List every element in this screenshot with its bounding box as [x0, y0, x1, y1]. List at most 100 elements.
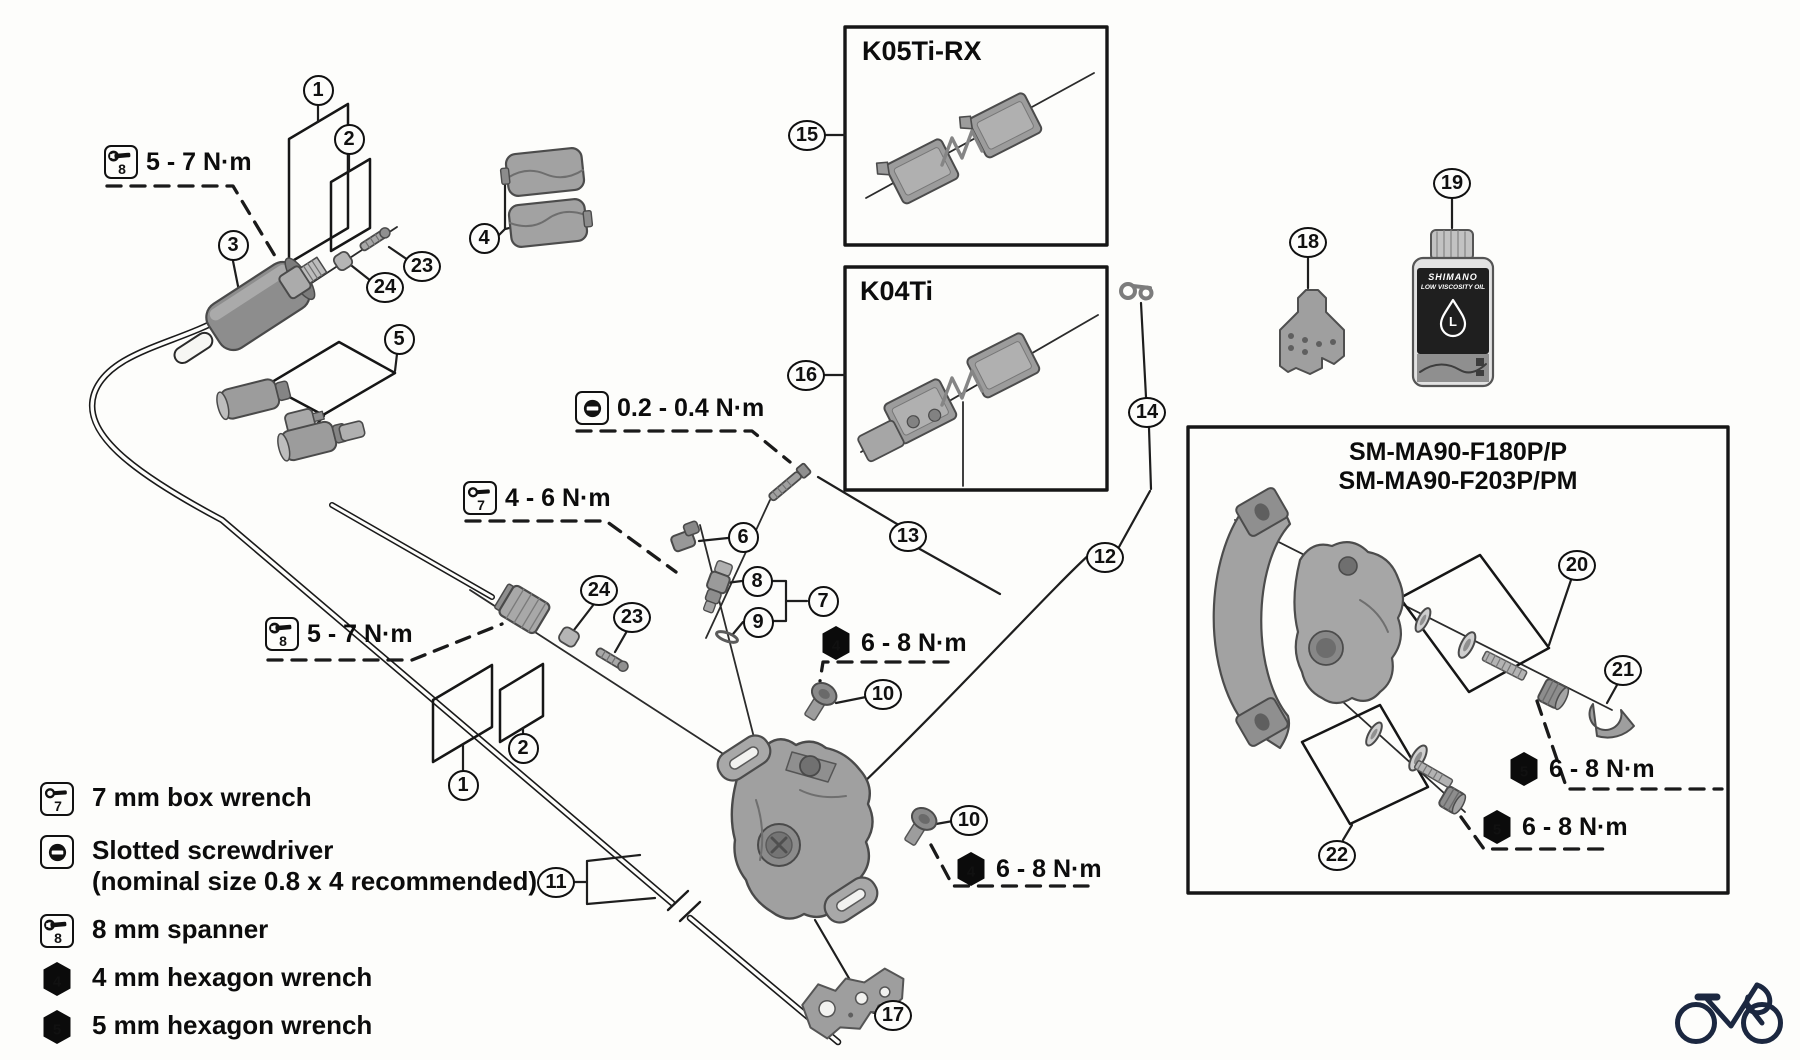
svg-text:8: 8 [54, 930, 62, 946]
callout-7: 7 [807, 585, 839, 617]
svg-text:4: 4 [53, 974, 62, 991]
callout-9: 9 [742, 606, 774, 638]
callout-24: 24 [366, 271, 404, 303]
torque-label-t6: 4 6 - 8 N·m [954, 852, 1102, 886]
hex-4-icon: 4 [40, 962, 74, 996]
svg-text:4: 4 [967, 864, 976, 881]
callout-1: 1 [447, 769, 479, 801]
inset-title-k04ti: K04Ti [860, 276, 934, 306]
callout-17: 17 [874, 999, 912, 1031]
torque-value: 6 - 8 N·m [1549, 754, 1655, 783]
torque-label-t5: 4 6 - 8 N·m [819, 626, 967, 660]
legend-item-label: 5 mm hexagon wrench [92, 1010, 373, 1040]
torque-label-t3: 0.2 - 0.4 N·m [575, 391, 764, 425]
callout-6: 6 [727, 521, 759, 553]
spanner-8-icon: 8 [40, 914, 74, 948]
spanner-8-icon: 8 [104, 145, 138, 179]
callout-13: 13 [889, 520, 927, 552]
part-oil-bottle-19 [1411, 229, 1495, 388]
hex-4-icon: 4 [954, 852, 988, 886]
torque-value: 5 - 7 N·m [307, 619, 413, 648]
torque-value: 6 - 8 N·m [1522, 812, 1628, 841]
adapter-box [1186, 425, 1730, 895]
torque-value: 0.2 - 0.4 N·m [617, 393, 765, 422]
part-pad-spring-17 [801, 967, 905, 1040]
svg-text:7: 7 [54, 798, 62, 814]
callout-19: 19 [1433, 167, 1471, 199]
inset-k05ti-pads [875, 92, 1043, 205]
inset-title-k05ti-rx: K05Ti-RX [862, 36, 982, 66]
svg-text:4: 4 [832, 638, 841, 655]
callout-8: 8 [741, 565, 773, 597]
callout-2: 2 [507, 732, 539, 764]
callout-12: 12 [1086, 541, 1124, 573]
hex-5-icon: 5 [1480, 810, 1514, 844]
inset-k04ti-pads [857, 332, 1041, 463]
callout-4: 4 [468, 222, 500, 254]
part-fixing-bolt-10b [904, 806, 938, 846]
callout-1: 1 [302, 74, 334, 106]
bicycle-logo [1675, 982, 1783, 1044]
torque-value: 4 - 6 N·m [505, 483, 611, 512]
part-connecting-bolt-top [278, 227, 391, 300]
part-snap-pin-14 [1119, 282, 1154, 301]
part-bleed-nipple-group [670, 520, 739, 644]
hex-5-icon: 5 [40, 1010, 74, 1044]
adapter-box-title-line2: SM-MA90-F203P/PM [1338, 467, 1578, 495]
legend-item-label: 7 mm box wrench [92, 782, 312, 812]
callout-23: 23 [403, 250, 441, 282]
legend-item-box-wrench-7: 7 7 mm box wrench [40, 782, 312, 816]
spanner-8-icon: 8 [265, 617, 299, 651]
legend-item-label: 4 mm hexagon wrench [92, 962, 373, 992]
group-brackets [265, 102, 1551, 826]
part-fixing-bolt-10a [804, 681, 838, 721]
svg-text:5: 5 [1520, 764, 1528, 781]
bottle-brand-text: SHIMANO [1428, 272, 1478, 282]
torque-label-t8: 5 6 - 8 N·m [1480, 810, 1628, 844]
part-adapter-washers-bolts [1365, 607, 1635, 815]
torque-value: 6 - 8 N·m [861, 628, 967, 657]
legend-item-slotted-screwdriver: Slotted screwdriver(nominal size 0.8 x 4… [40, 835, 537, 897]
bottle-product-text: LOW VISCOSITY OIL [1420, 284, 1486, 291]
part-pad-spacers-4 [499, 147, 594, 248]
torque-label-t2: 8 5 - 7 N·m [265, 617, 413, 651]
svg-text:7: 7 [477, 497, 485, 513]
callout-15: 15 [788, 119, 826, 151]
svg-text:8: 8 [118, 161, 126, 177]
part-mount-bracket-18 [1279, 289, 1345, 375]
callout-10: 10 [864, 678, 902, 710]
slotted-screwdriver-icon [40, 835, 74, 869]
callout-18: 18 [1289, 226, 1327, 258]
torque-value: 6 - 8 N·m [996, 854, 1102, 883]
torque-label-t1: 8 5 - 7 N·m [104, 145, 252, 179]
torque-leader-lines [105, 184, 1724, 888]
callout-10: 10 [950, 804, 988, 836]
torque-value: 5 - 7 N·m [146, 147, 252, 176]
part-pad-axle-13 [768, 462, 812, 502]
hose-end-tube [329, 502, 495, 600]
hex-5-icon: 5 [1507, 752, 1541, 786]
part-connecting-bolt-bottom [494, 583, 629, 672]
callout-3: 3 [217, 229, 249, 261]
callout-14: 14 [1128, 396, 1166, 428]
inset-box-k04ti [843, 265, 1109, 492]
part-hose-connectors-5 [216, 378, 366, 462]
callout-21: 21 [1604, 654, 1642, 686]
callout-5: 5 [383, 323, 415, 355]
hex-4-icon: 4 [819, 626, 853, 660]
callout-2: 2 [333, 123, 365, 155]
part-adapter-arch [1212, 487, 1292, 750]
callout-16: 16 [787, 359, 825, 391]
legend-item-label: Slotted screwdriver(nominal size 0.8 x 4… [92, 835, 538, 896]
legend-item-hex-5: 5 5 mm hexagon wrench [40, 1010, 372, 1044]
torque-label-t4: 7 4 - 6 N·m [463, 481, 611, 515]
callout-23: 23 [613, 601, 651, 633]
slotted-screwdriver-icon [575, 391, 609, 425]
callout-11: 11 [537, 866, 575, 898]
adapter-box-title-line1: SM-MA90-F180P/P [1348, 438, 1568, 466]
callout-24: 24 [580, 574, 618, 606]
svg-text:5: 5 [53, 1022, 61, 1039]
